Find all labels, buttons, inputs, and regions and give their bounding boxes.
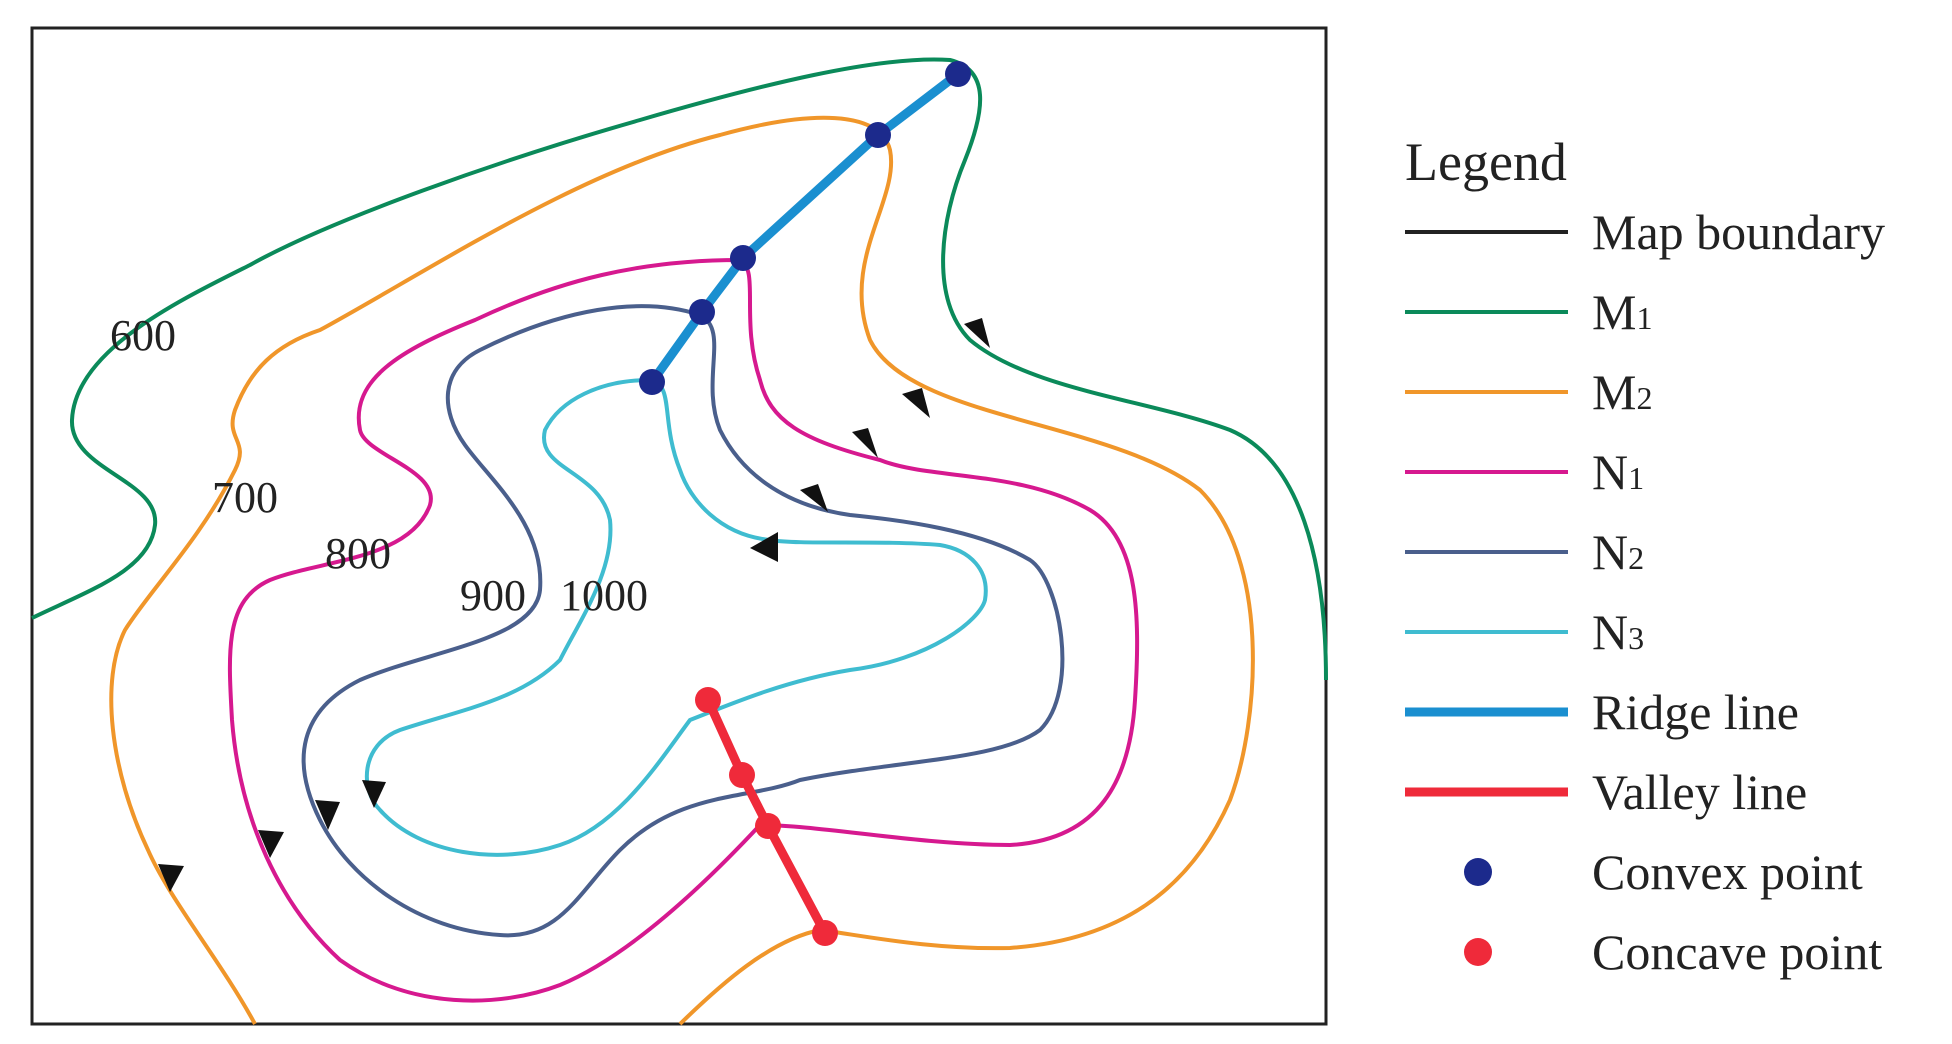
arrow-icon [800, 484, 828, 512]
legend-label-m1: M1 [1592, 284, 1652, 340]
legend-item-m2: M2 [1405, 364, 1652, 420]
direction-arrows [158, 318, 990, 892]
contour-n1 [227, 257, 1140, 1003]
contour-label-900: 900 [460, 571, 526, 620]
valley-line [703, 695, 830, 938]
convex-point [865, 122, 891, 148]
legend-title: Legend [1405, 132, 1567, 192]
arrow-icon [964, 318, 990, 348]
legend-label-boundary: Map boundary [1592, 204, 1885, 260]
contour-label-1000: 1000 [560, 571, 648, 620]
legend-label-n1: N1 [1592, 444, 1644, 500]
map-boundary [30, 26, 1328, 1026]
legend-label-n2: N2 [1592, 524, 1644, 580]
legend-item-ridge: Ridge line [1405, 684, 1799, 740]
legend-label-m2: M2 [1592, 364, 1652, 420]
convex-point [945, 61, 971, 87]
arrow-icon [852, 428, 878, 458]
arrow-icon [750, 532, 778, 562]
convex-point [730, 245, 756, 271]
contour-m1 [31, 57, 1328, 681]
legend-label-valley: Valley line [1592, 764, 1807, 820]
legend-item-convex: Convex point [1464, 844, 1863, 900]
arrow-icon [315, 800, 340, 830]
concave-point [755, 813, 781, 839]
concave-points [695, 687, 838, 946]
legend-label-ridge: Ridge line [1592, 684, 1799, 740]
contour-label-700: 700 [212, 473, 278, 522]
arrow-icon [362, 780, 386, 808]
arrow-icon [258, 830, 284, 858]
convex-point [639, 369, 665, 395]
legend-item-boundary: Map boundary [1405, 204, 1885, 260]
contour-n3 [365, 377, 988, 857]
legend-label-n3: N3 [1592, 604, 1644, 660]
contour-label-800: 800 [325, 529, 391, 578]
arrow-icon [902, 388, 930, 418]
arrow-icon [158, 864, 184, 892]
legend-item-n3: N3 [1405, 604, 1644, 660]
legend-label-convex: Convex point [1592, 844, 1863, 900]
convex-point [689, 299, 715, 325]
legend-label-concave: Concave point [1592, 924, 1882, 980]
legend-item-valley: Valley line [1405, 764, 1807, 820]
legend-symbol-concave [1464, 938, 1492, 966]
legend-item-n2: N2 [1405, 524, 1644, 580]
concave-point [695, 687, 721, 713]
legend-symbol-convex [1464, 858, 1492, 886]
legend-item-concave: Concave point [1464, 924, 1882, 980]
legend-item-n1: N1 [1405, 444, 1644, 500]
contour-n2 [301, 304, 1065, 938]
concave-point [812, 920, 838, 946]
convex-points [639, 61, 971, 395]
concave-point [729, 762, 755, 788]
legend-item-m1: M1 [1405, 284, 1652, 340]
contour-label-600: 600 [110, 311, 176, 360]
